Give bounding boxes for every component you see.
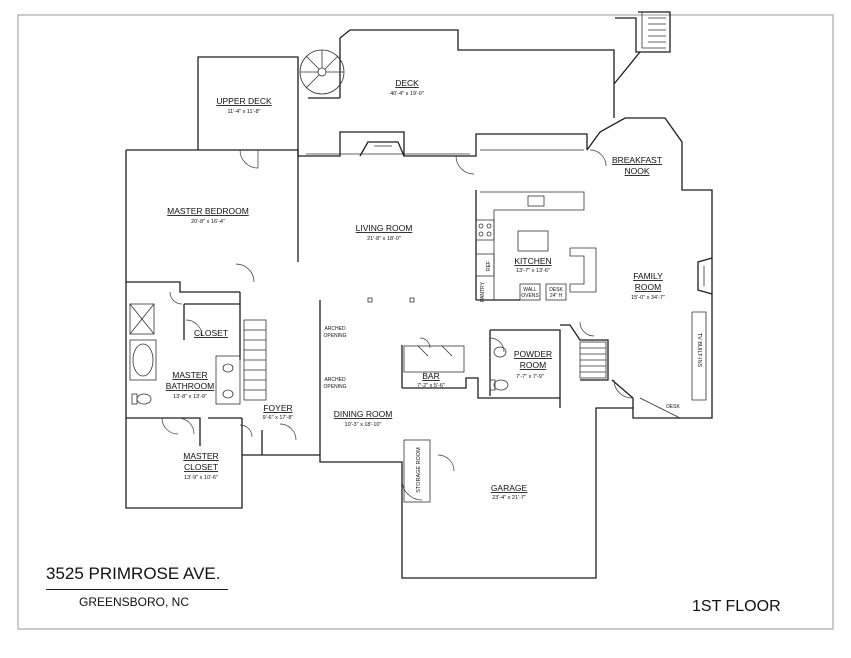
breakfast-nook-label-2: NOOK — [624, 166, 649, 176]
fireplace-family — [697, 257, 713, 295]
master-closet-label-1: MASTER — [183, 451, 218, 461]
garage-label: GARAGE — [491, 483, 528, 493]
family-room-label-1: FAMILY — [633, 271, 663, 281]
wall-oven-label-a: WALL — [523, 287, 537, 293]
master-bathroom-dims: 13'-8" x 13'-9" — [173, 394, 207, 400]
bar-dims: 7'-2" x 5'-6" — [417, 383, 445, 389]
deck-dims: 40'-4" x 19'-0" — [390, 91, 424, 97]
upper-deck-dims: 11'-4" x 11'-8" — [227, 109, 260, 115]
deck-label: DECK — [395, 78, 419, 88]
family-room-label-2: ROOM — [635, 282, 661, 292]
master-bathroom-label-1: MASTER — [172, 370, 207, 380]
bath-fixtures — [129, 303, 509, 405]
arched-opening-1b: OPENING — [323, 333, 346, 339]
pantry-label: PANTRY — [480, 281, 486, 301]
wall-oven-label-b: OVENS — [521, 293, 539, 299]
foyer-label: FOYER — [263, 403, 292, 413]
bar-label: BAR — [422, 371, 439, 381]
exterior-walls — [125, 117, 713, 579]
storage-room-label: STORAGE ROOM — [416, 447, 422, 493]
city-subtitle: GREENSBORO, NC — [79, 595, 190, 609]
tv-built-ins-label: TV BUILT-INS — [696, 333, 702, 368]
master-closet-label-2: CLOSET — [184, 462, 218, 472]
living-room-dims: 21'-8" x 18'-0" — [367, 236, 401, 242]
floor-label: 1ST FLOOR — [692, 598, 781, 615]
foyer-dims: 9'-6" x 17'-8" — [263, 415, 294, 421]
living-room-label: LIVING ROOM — [356, 223, 413, 233]
arched-opening-2a: ARCHED — [324, 377, 346, 383]
columns — [367, 297, 415, 303]
dining-room-dims: 10'-3" x 18'-10" — [345, 422, 382, 428]
master-closet-dims: 13'-9" x 10'-6" — [184, 475, 218, 481]
desk-small-label-b: 24" H — [550, 293, 563, 299]
breakfast-nook-label-1: BREAKFAST — [612, 155, 662, 165]
powder-room-label-1: POWDER — [514, 349, 552, 359]
dining-room-label: DINING ROOM — [334, 409, 393, 419]
master-bedroom-label: MASTER BEDROOM — [167, 206, 249, 216]
family-room-dims: 15'-0" x 34'-7" — [631, 295, 665, 301]
desk-label: DESK — [666, 404, 680, 410]
kitchen-label: KITCHEN — [514, 256, 551, 266]
kitchen-dims: 13'-7" x 13'-6" — [516, 268, 550, 274]
door-swings — [161, 149, 633, 501]
upper-deck-label: UPPER DECK — [216, 96, 272, 106]
powder-room-dims: 7'-7" x 7'-9" — [516, 374, 544, 380]
powder-room-label-2: ROOM — [520, 360, 546, 370]
ref-label: REF — [486, 261, 492, 271]
master-bedroom-dims: 20'-8" x 16'-4" — [191, 219, 225, 225]
misc-fixtures — [403, 311, 707, 503]
desk-small-label-a: DESK — [549, 287, 563, 293]
upper-deck-walls — [197, 56, 299, 150]
spiral-stair — [299, 49, 345, 95]
fireplace-living — [359, 141, 405, 157]
deck-walls — [308, 11, 671, 118]
garage-dims: 23'-4" x 21'-7" — [492, 495, 526, 501]
arched-opening-1a: ARCHED — [324, 326, 346, 332]
page-border — [17, 14, 834, 630]
kitchen-fixtures — [475, 191, 597, 301]
title-underline — [46, 589, 228, 590]
address-title: 3525 PRIMROSE AVE. — [46, 564, 221, 583]
stairs-main — [243, 319, 607, 401]
master-bathroom-label-2: BATHROOM — [166, 381, 214, 391]
arched-opening-2b: OPENING — [323, 384, 346, 390]
closet-label: CLOSET — [194, 328, 228, 338]
